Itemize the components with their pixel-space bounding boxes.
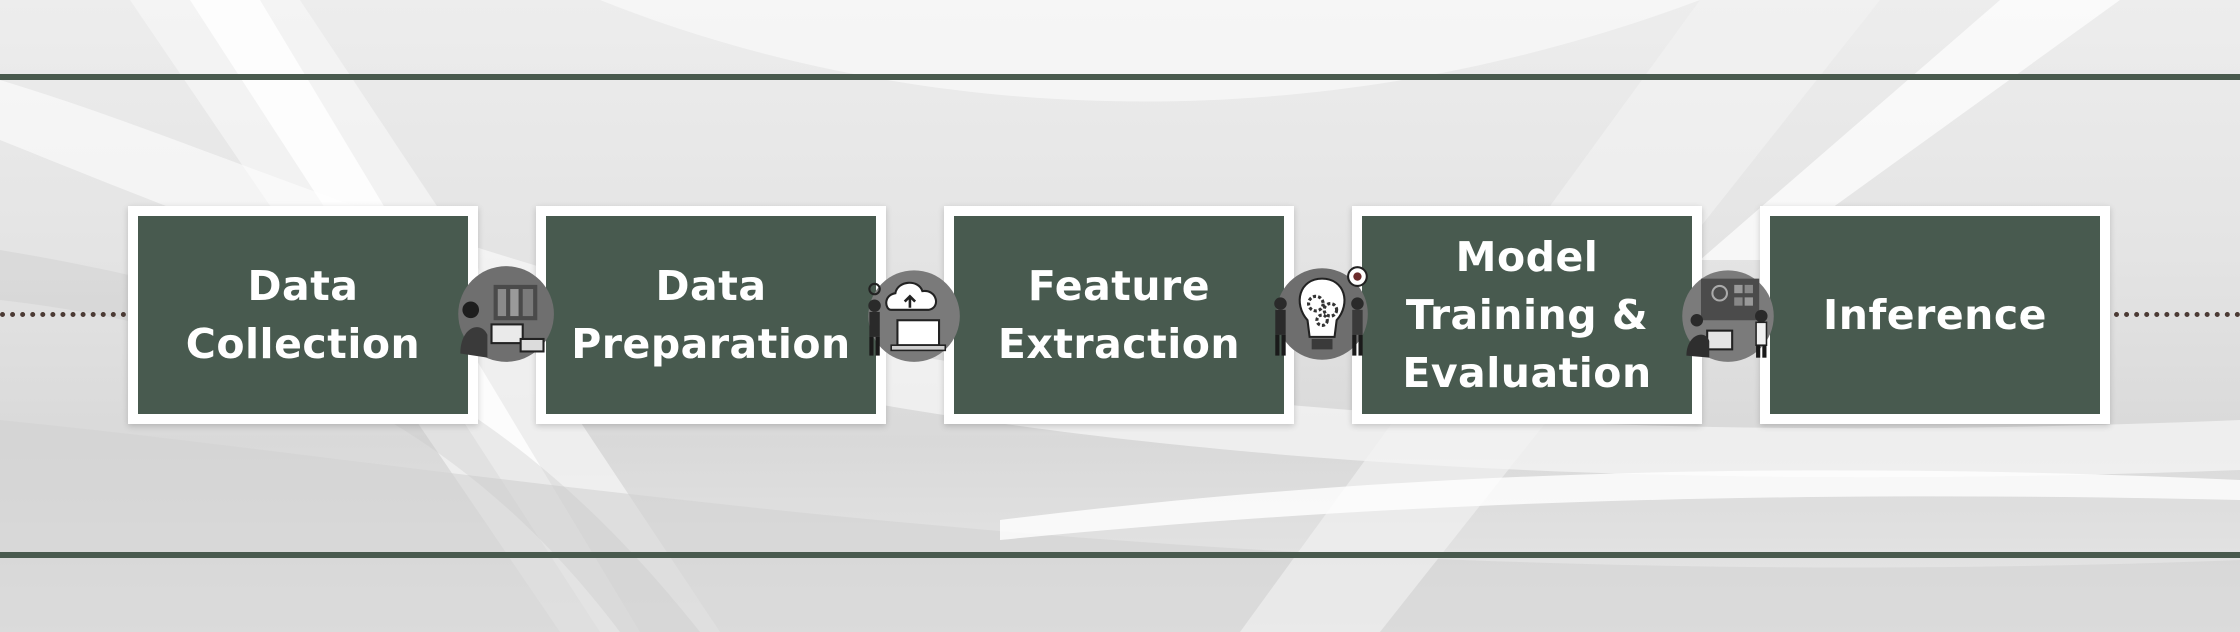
step-label: Feature Extraction	[997, 262, 1241, 368]
step-data-preparation: Data Preparation	[536, 206, 886, 424]
step-model-training-evaluation: Model Training & Evaluation	[1352, 206, 1702, 424]
bottom-rule-line	[0, 552, 2240, 558]
top-rule-line	[0, 74, 2240, 80]
step-label: Data Preparation	[571, 262, 851, 368]
step-label: Inference	[1823, 291, 2047, 339]
right-dotted-line	[2114, 312, 2240, 317]
step-label: Data Collection	[185, 262, 421, 368]
lightbulb-gears-icon	[1268, 262, 1372, 366]
step-label: Model Training & Evaluation	[1402, 233, 1652, 397]
team-presentation-icon	[1676, 262, 1780, 366]
cloud-upload-icon	[860, 262, 964, 366]
person-at-computer-icon	[452, 262, 556, 366]
left-dotted-line	[0, 312, 126, 317]
step-feature-extraction: Feature Extraction	[944, 206, 1294, 424]
step-inference: Inference	[1760, 206, 2110, 424]
step-data-collection: Data Collection	[128, 206, 478, 424]
